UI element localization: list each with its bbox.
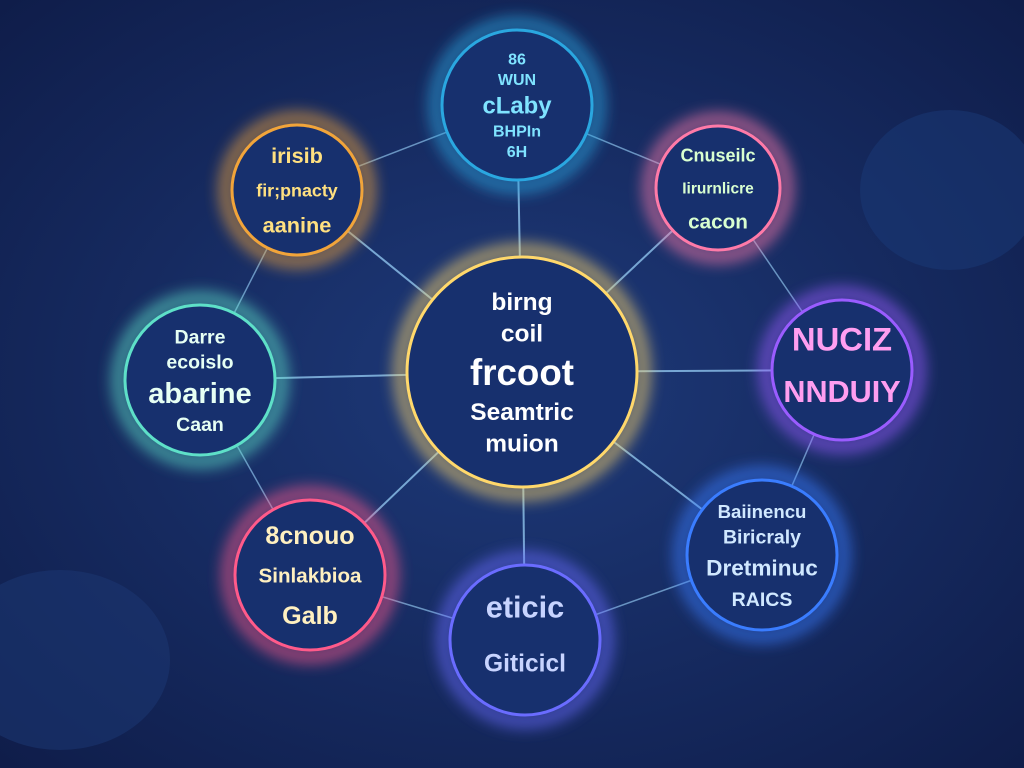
node-word: irisib [271,143,323,168]
node-word: Dretminuc [706,556,818,581]
node-word: Cnuseilc [680,145,755,165]
node-word: Iirurnlicre [682,181,754,198]
node-word: birng [491,289,552,316]
node-word: Galb [282,602,338,630]
node-word: Darre [175,326,226,348]
node-word: cLaby [482,93,552,120]
node-word: coil [501,321,543,348]
node-word: WUN [498,72,536,89]
decor-blob [0,570,170,750]
node-word: abarine [148,378,252,410]
node-word: cacon [688,211,748,234]
node-word: fir;pnacty [256,180,338,200]
node-circle [685,478,839,632]
node-word: muion [485,430,559,457]
decor-blob [860,110,1024,270]
node-circle [405,255,639,489]
node-word: NNDUIY [783,375,900,409]
node-word: NUCIZ [792,320,892,357]
node-word: Caan [176,414,224,436]
node-word: 6H [507,144,527,161]
node-circle [448,563,602,717]
node-word: aanine [263,213,332,238]
node-word: 86 [508,52,526,69]
node-word: RAICS [732,589,793,611]
node-circle [233,498,387,652]
node-circle [654,124,782,252]
node-word: 8cnouo [265,522,354,550]
node-word: ecoislo [166,351,233,373]
node-word: Seamtric [470,399,574,426]
node-word: frcoot [470,352,574,393]
node-word: Giticicl [484,650,566,677]
node-word: Biricraly [723,526,801,548]
node-circle [123,303,277,457]
node-word: Sinlakbioa [259,564,363,587]
node-word: eticic [486,589,564,624]
node-word: Baiinencu [718,501,807,522]
node-top-left: irisib fir;pnacty aanine [221,114,373,266]
node-right: NUCIZ NNDUIY [761,289,923,451]
node-circle [440,28,594,182]
node-circle [770,298,914,442]
node-circle [230,123,364,257]
node-word: BHPIn [493,123,541,140]
